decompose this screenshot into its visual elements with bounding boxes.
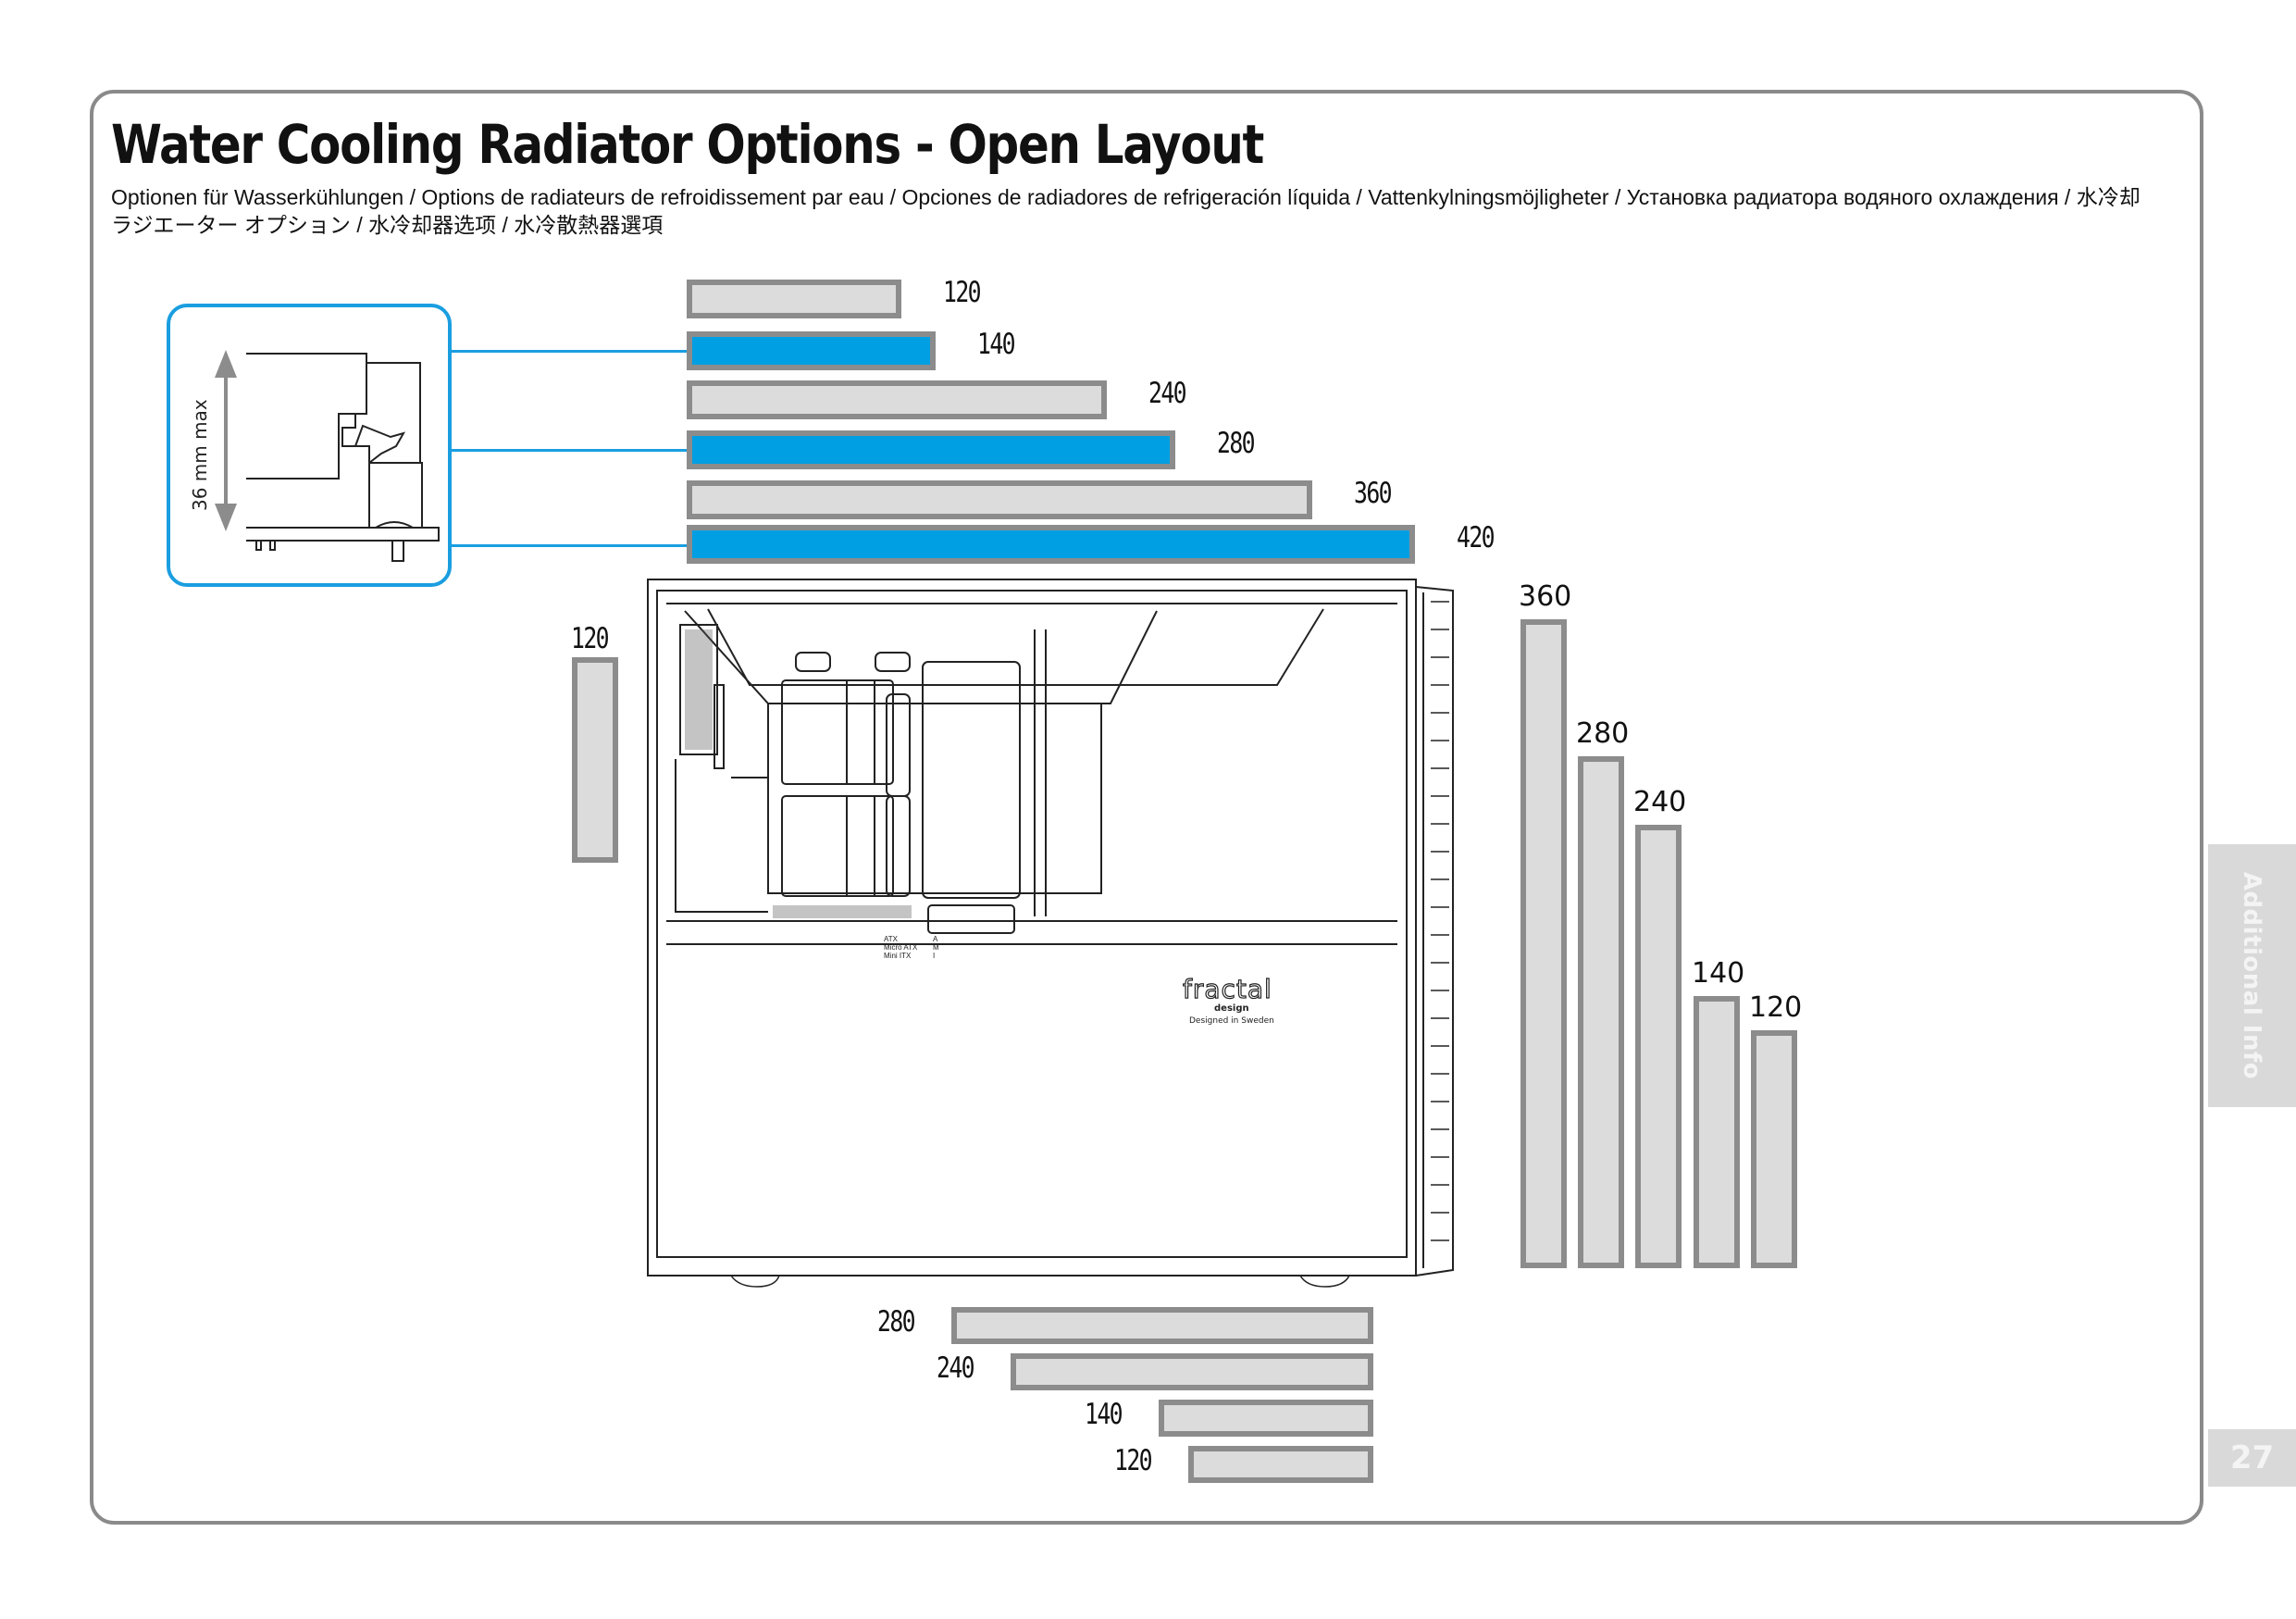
bottom-bar-label: 140	[1085, 1398, 1123, 1431]
section-tab[interactable]: Additional Info	[2208, 844, 2296, 1107]
top-bar-label: 240	[1148, 377, 1187, 410]
bottom-bar-label: 120	[1114, 1444, 1153, 1477]
rear-bar-120	[572, 657, 618, 863]
front-bar-label: 120	[1749, 991, 1803, 1024]
page-number: 27	[2229, 1439, 2275, 1476]
top-bar-label: 420	[1457, 521, 1496, 554]
front-bar-label: 280	[1576, 717, 1630, 750]
front-bar-140	[1694, 996, 1740, 1268]
top-bar-240	[687, 380, 1107, 419]
clearance-label: 36 mm max	[189, 399, 211, 511]
mb-code-i: I	[933, 952, 936, 960]
front-bar-120	[1751, 1030, 1797, 1268]
front-bar-280	[1578, 756, 1624, 1268]
top-bar-label: 360	[1354, 477, 1393, 510]
mb-code-a: A	[933, 935, 938, 943]
page-subtitle: Optionen für Wasserkühlungen / Options d…	[111, 185, 2141, 237]
front-bar-360	[1520, 619, 1567, 1268]
mb-label-atx: ATX	[884, 935, 898, 943]
clearance-drawing	[215, 350, 440, 562]
brand-logo: fractal	[1182, 973, 1272, 1004]
case-side-view	[647, 579, 1454, 1288]
top-bar-label: 280	[1217, 427, 1256, 460]
page-title: Water Cooling Radiator Options - Open La…	[111, 113, 1264, 176]
top-bar-420	[687, 525, 1415, 564]
top-bar-360	[687, 480, 1312, 519]
front-bar-label: 360	[1519, 580, 1572, 613]
brand-sub: design	[1214, 1003, 1249, 1014]
bottom-bar-240	[1011, 1353, 1373, 1390]
bottom-bar-label: 240	[937, 1351, 975, 1385]
front-bar-label: 240	[1633, 786, 1687, 818]
connector-280	[452, 449, 689, 452]
top-bar-120	[687, 280, 901, 318]
mb-label-matx: Micro ATX	[884, 943, 918, 952]
bottom-bar-140	[1159, 1400, 1373, 1437]
front-bar-240	[1635, 825, 1682, 1268]
section-tab-bg	[2208, 844, 2296, 1107]
page-number-tab: 27	[2208, 1429, 2296, 1487]
top-bar-label: 120	[943, 276, 982, 309]
bottom-bar-label: 280	[877, 1305, 916, 1339]
top-bar-280	[687, 430, 1175, 469]
bottom-bar-120	[1188, 1446, 1373, 1483]
bottom-bar-280	[951, 1307, 1373, 1344]
clearance-inset: 36 mm max	[167, 304, 452, 587]
case-drawing: fractal design Designed in Sweden ATX Mi…	[639, 574, 1471, 1296]
page-frame	[90, 90, 2203, 1525]
front-bar-label: 140	[1692, 957, 1745, 990]
mb-label-itx: Mini ITX	[884, 952, 912, 960]
connector-140	[452, 350, 689, 353]
rear-bar-label: 120	[571, 622, 610, 655]
mb-code-m: M	[933, 943, 939, 952]
connector-420	[452, 544, 689, 547]
section-tab-label: Additional Info	[2238, 871, 2266, 1080]
brand-tagline: Designed in Sweden	[1189, 1016, 1274, 1026]
top-bar-140	[687, 331, 936, 370]
top-bar-label: 140	[977, 328, 1016, 361]
